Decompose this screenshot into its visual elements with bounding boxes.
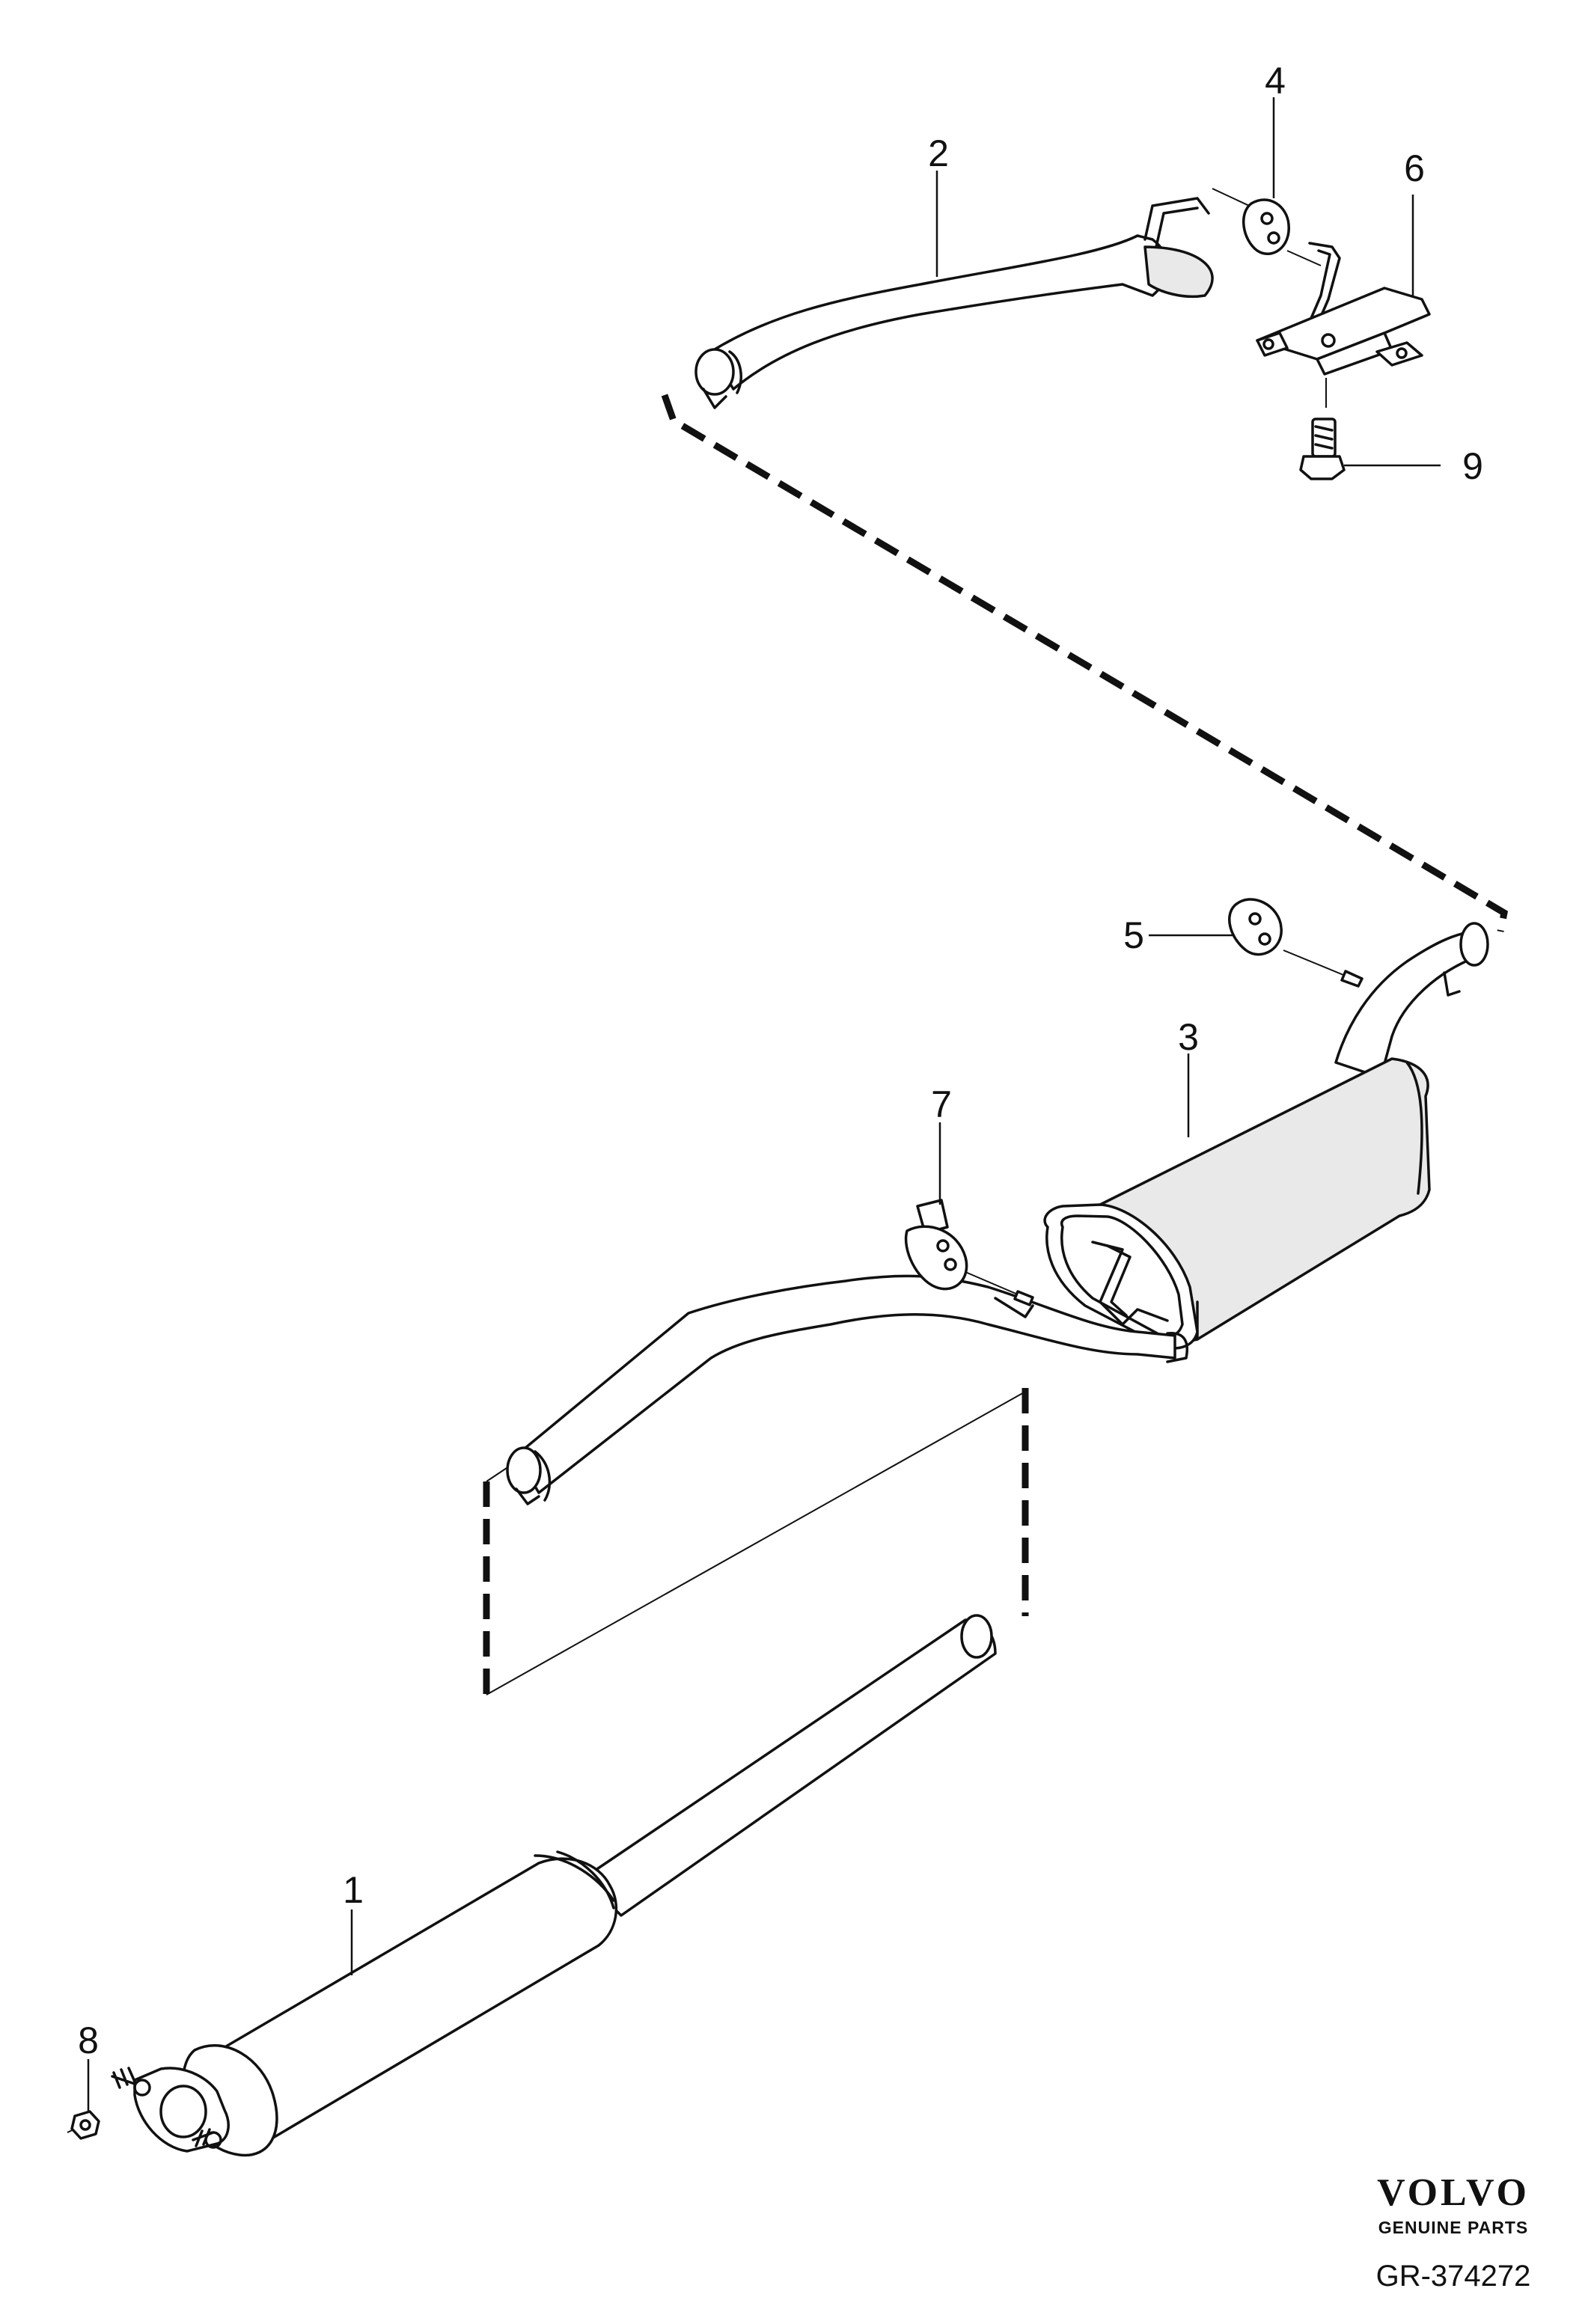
- rubber-hanger-mid: [1228, 898, 1364, 988]
- rubber-hanger-top: [1212, 188, 1341, 323]
- connection-lines: [483, 394, 1509, 1695]
- tail-pipe: [694, 197, 1214, 409]
- rear-silencer: [1043, 922, 1489, 1350]
- brand-block: VOLVO GENUINE PARTS GR-374272: [1376, 2171, 1531, 2293]
- callout-9: 9: [1462, 445, 1483, 487]
- callout-2: 2: [928, 132, 949, 174]
- callout-1: 1: [343, 1869, 364, 1911]
- callout-5: 5: [1123, 914, 1144, 956]
- intermediate-pipe: [506, 1274, 1188, 1505]
- hanger-clamp: [904, 1199, 1034, 1306]
- callout-6: 6: [1404, 147, 1425, 189]
- bolt: [1299, 378, 1346, 480]
- brand-tagline: GENUINE PARTS: [1378, 2218, 1528, 2237]
- front-silencer: [111, 1614, 997, 2157]
- volvo-logo: VOLVO: [1377, 2171, 1530, 2214]
- callout-numbers: 1 2 3 4 5 6 7 8 9: [78, 60, 1483, 2061]
- bracket: [1256, 287, 1431, 376]
- reference-number: GR-374272: [1376, 2260, 1531, 2293]
- callout-leaders: [87, 97, 1441, 2112]
- callout-4: 4: [1265, 60, 1286, 102]
- callout-3: 3: [1178, 1016, 1199, 1058]
- callout-8: 8: [78, 2019, 99, 2061]
- nut: [67, 2110, 100, 2140]
- callout-7: 7: [931, 1083, 952, 1125]
